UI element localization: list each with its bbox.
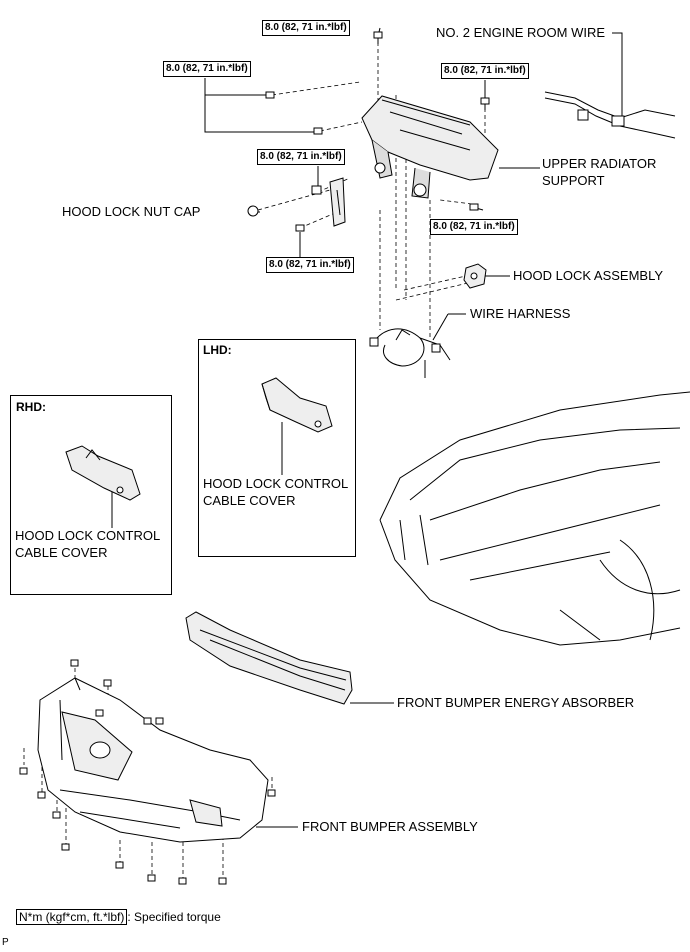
label-hood-lock-assembly: HOOD LOCK ASSEMBLY <box>513 268 664 283</box>
hood-lock-latch-bracket <box>329 177 346 227</box>
label-engine-room-wire: NO. 2 ENGINE ROOM WIRE <box>436 25 606 40</box>
lhd-detail-box <box>198 339 356 557</box>
torque-label-right-bolt: 8.0 (82, 71 in.*lbf) <box>441 63 529 79</box>
torque-label-left-bolts: 8.0 (82, 71 in.*lbf) <box>163 61 251 77</box>
lhd-cable-cover <box>261 377 333 433</box>
rhd-title: RHD: <box>16 400 46 414</box>
corner-mark: P <box>2 937 9 948</box>
bolts-upper <box>247 31 490 232</box>
label-upper-radiator-line2: SUPPORT <box>542 173 605 188</box>
wire-harness <box>369 328 451 378</box>
rhd-caption-line1: HOOD LOCK CONTROL <box>15 528 161 543</box>
label-upper-radiator-line1: UPPER RADIATOR <box>542 156 657 171</box>
vehicle-front-outline <box>379 391 690 646</box>
legend-text: : Specified torque <box>127 910 221 924</box>
upper-radiator-support <box>361 95 499 199</box>
torque-label-center: 8.0 (82, 71 in.*lbf) <box>257 149 345 165</box>
lhd-caption-line1: HOOD LOCK CONTROL <box>203 476 349 491</box>
legend-symbol: N*m (kgf*cm, ft.*lbf) <box>16 909 128 925</box>
lhd-title: LHD: <box>203 343 232 357</box>
torque-label-hood-lock-bolt: 8.0 (82, 71 in.*lbf) <box>430 219 518 235</box>
bumper-bolts <box>19 659 276 885</box>
lhd-caption-line2: CABLE COVER <box>203 493 296 508</box>
torque-label-lower-bolt: 8.0 (82, 71 in.*lbf) <box>266 257 354 273</box>
label-energy-absorber: FRONT BUMPER ENERGY ABSORBER <box>397 695 635 710</box>
label-bumper-assembly: FRONT BUMPER ASSEMBLY <box>302 819 478 834</box>
hood-lock-assembly <box>463 263 487 289</box>
label-wire-harness: WIRE HARNESS <box>470 306 571 321</box>
rhd-caption-line2: CABLE COVER <box>15 545 108 560</box>
torque-label-top: 8.0 (82, 71 in.*lbf) <box>262 20 350 36</box>
rhd-cable-cover <box>65 445 141 501</box>
engine-room-wire <box>544 91 676 139</box>
torque-legend: N*m (kgf*cm, ft.*lbf): Specified torque <box>16 909 221 925</box>
front-bumper <box>37 677 269 843</box>
rhd-detail-box <box>10 395 172 595</box>
energy-absorber <box>185 611 353 705</box>
label-hood-lock-nut-cap: HOOD LOCK NUT CAP <box>62 204 201 219</box>
